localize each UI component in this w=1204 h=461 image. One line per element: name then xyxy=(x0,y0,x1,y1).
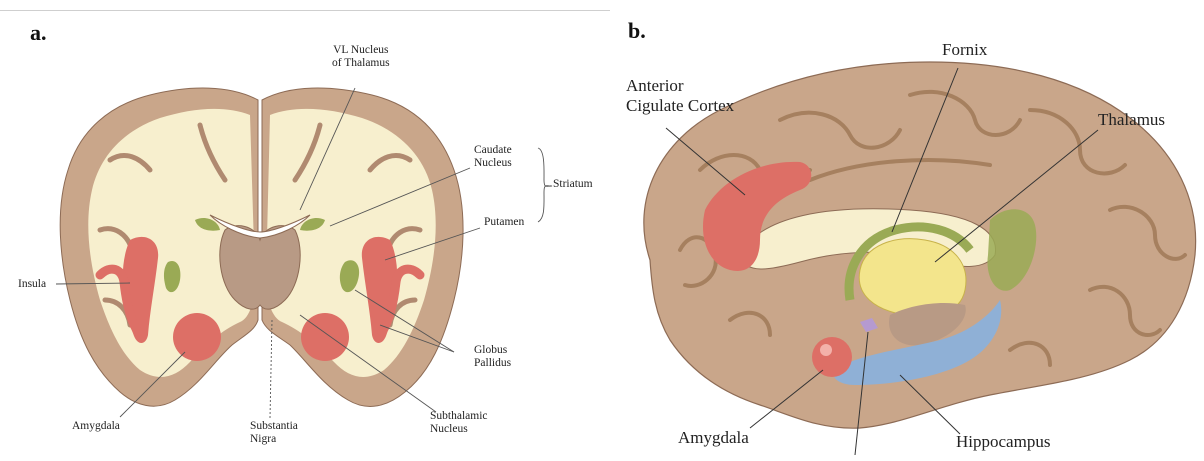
label-caudate-nucleus: Caudate Nucleus xyxy=(474,144,512,170)
label-anterior-cingulate-cortex: Anterior Cigulate Cortex xyxy=(626,76,734,115)
label-striatum: Striatum xyxy=(553,178,593,191)
label-putamen: Putamen xyxy=(484,216,524,229)
label-vl-nucleus: VL Nucleus of Thalamus xyxy=(332,44,390,70)
label-hippocampus: Hippocampus xyxy=(956,432,1050,452)
label-insula: Insula xyxy=(18,278,46,291)
panel-a-coronal-section: a. VL Nucleus of Thalamus Caudate Nucleu… xyxy=(0,0,610,461)
label-globus-pallidus: Globus Pallidus xyxy=(474,344,511,370)
medial-brain-illustration xyxy=(610,0,1204,461)
label-amygdala-b: Amygdala xyxy=(678,428,749,448)
panel-b-label: b. xyxy=(628,18,646,44)
panel-b-medial-view: b. Fornix Anterior Cigulate Cortex Thala… xyxy=(610,0,1204,461)
label-fornix: Fornix xyxy=(942,40,987,60)
label-subthalamic-nucleus: Subthalamic Nucleus xyxy=(430,410,488,436)
label-substantia-nigra: Substantia Nigra xyxy=(250,420,298,446)
coronal-brain-illustration xyxy=(0,0,610,461)
left-amygdala xyxy=(173,313,221,361)
label-thalamus: Thalamus xyxy=(1098,110,1165,130)
amygdala-b xyxy=(812,337,852,377)
right-amygdala xyxy=(301,313,349,361)
label-amygdala-a: Amygdala xyxy=(72,420,120,433)
panel-a-label: a. xyxy=(30,20,47,46)
